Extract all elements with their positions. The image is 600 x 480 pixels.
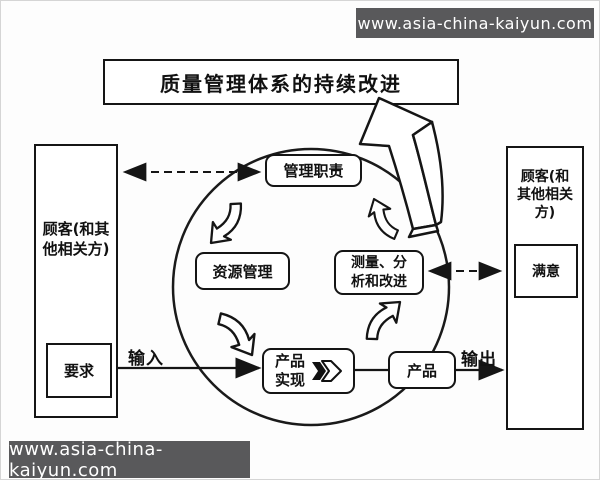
customer-left-panel: 顾客(和其他相关方) 要求 bbox=[34, 144, 118, 418]
customer-left-label: 顾客(和其他相关方) bbox=[42, 220, 110, 258]
customer-right-label: 顾客(和其他相关方) bbox=[517, 169, 573, 222]
watermark-bottom-text: www.asia-china-kaiyun.com bbox=[9, 438, 163, 480]
satisfaction-box: 满意 bbox=[514, 244, 578, 298]
requirements-box: 要求 bbox=[46, 343, 112, 398]
watermark-top: www.asia-china-kaiyun.com bbox=[356, 8, 594, 38]
product-realization-box: 产品实现 bbox=[262, 348, 355, 394]
output-label: 输出 bbox=[461, 350, 497, 370]
resource-management-label: 资源管理 bbox=[212, 262, 273, 281]
requirements-label: 要求 bbox=[63, 362, 94, 380]
continual-improvement-box: 质量管理体系的持续改进 bbox=[103, 59, 459, 105]
resource-management-box: 资源管理 bbox=[195, 252, 290, 290]
management-responsibility-box: 管理职责 bbox=[265, 154, 362, 187]
watermark-bottom: www.asia-china-kaiyun.com bbox=[9, 438, 250, 480]
product-realization-label: 产品实现 bbox=[274, 352, 305, 389]
measurement-analysis-label: 测量、分析和改进 bbox=[351, 254, 407, 290]
management-responsibility-label: 管理职责 bbox=[283, 162, 344, 180]
product-label: 产品 bbox=[406, 361, 437, 380]
measurement-analysis-box: 测量、分析和改进 bbox=[334, 250, 424, 295]
satisfaction-label: 满意 bbox=[532, 264, 560, 280]
input-label: 输入 bbox=[128, 349, 164, 369]
process-chevron-icon bbox=[312, 360, 342, 382]
customer-right-panel: 顾客(和其他相关方) 满意 bbox=[506, 146, 584, 430]
product-box: 产品 bbox=[388, 351, 456, 389]
watermark-top-text: www.asia-china-kaiyun.com bbox=[357, 13, 593, 33]
continual-improvement-label: 质量管理体系的持续改进 bbox=[160, 71, 402, 96]
